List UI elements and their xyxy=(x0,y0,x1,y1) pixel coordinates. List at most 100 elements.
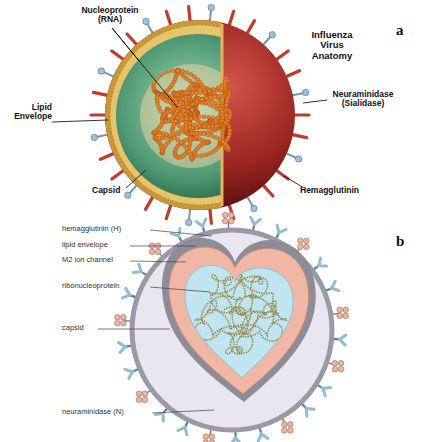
part-label: Nucleoprotein (RNA) xyxy=(78,6,142,25)
neuraminidase-head xyxy=(222,218,228,224)
rna-bead xyxy=(176,68,180,72)
rna-bead xyxy=(191,102,195,106)
neuraminidase-head xyxy=(209,434,215,440)
neuraminidase-head xyxy=(304,238,310,244)
rna-bead xyxy=(226,72,230,76)
hemagglutinin-head xyxy=(319,258,327,266)
part-label: Hemagglutinin xyxy=(300,186,380,195)
rna-coils xyxy=(152,68,234,161)
lipid-envelope xyxy=(105,20,222,210)
part-label: capsid xyxy=(62,324,122,332)
rna-bead xyxy=(188,79,192,83)
rna-bead xyxy=(200,154,204,158)
rna-bead xyxy=(202,115,206,119)
rna-bead xyxy=(214,136,218,140)
neuraminidase-head xyxy=(136,397,142,403)
neuraminidase-head xyxy=(228,212,234,218)
leader-line xyxy=(112,28,140,62)
rna-bead xyxy=(182,144,186,148)
rna-bead xyxy=(210,134,214,138)
rna-bead xyxy=(177,124,181,128)
rna-bead xyxy=(191,91,195,95)
neuraminidase-head xyxy=(98,68,104,74)
rna-bead xyxy=(195,100,199,104)
rna-bead xyxy=(202,124,206,128)
rna-bead xyxy=(185,71,189,75)
part-label: M2 ion channel xyxy=(62,256,157,264)
hemagglutinin-head xyxy=(178,427,187,435)
rna-bead xyxy=(204,97,208,101)
neuraminidase-head xyxy=(282,428,288,434)
neuraminidase-head xyxy=(203,440,209,442)
rna-bead xyxy=(168,134,172,138)
rna-bead xyxy=(207,102,211,106)
hemagglutinin-head xyxy=(332,281,340,290)
neuraminidase-head xyxy=(115,320,121,326)
rna-bead xyxy=(176,69,180,73)
cut-edge xyxy=(162,238,316,402)
rna-bead xyxy=(182,108,186,112)
neuraminidase-head xyxy=(337,313,343,319)
leader-line xyxy=(130,261,186,262)
neuraminidase-head xyxy=(343,307,349,313)
hemagglutinin-head xyxy=(125,369,132,378)
rna-bead xyxy=(198,131,202,135)
leader-line xyxy=(52,120,108,122)
neuraminidase-head xyxy=(222,212,228,218)
panel-letter: a xyxy=(396,22,416,39)
neuraminidase-head xyxy=(332,366,338,372)
rna-bead xyxy=(184,117,188,121)
rna-bead xyxy=(194,91,198,95)
neuraminidase-head xyxy=(282,422,288,428)
hemagglutinin-head xyxy=(123,288,130,298)
rna-bead xyxy=(216,86,220,90)
neuraminidase-head xyxy=(295,156,301,162)
rna-bead xyxy=(193,123,197,127)
rna-bead xyxy=(186,105,190,109)
hemagglutinin-head xyxy=(156,413,164,421)
neuraminidase-head xyxy=(136,391,142,397)
leader-lines xyxy=(98,230,214,413)
leader-line xyxy=(130,246,196,247)
rna-bead xyxy=(202,132,206,136)
neuraminidase-head xyxy=(302,89,308,95)
neuraminidase-head xyxy=(338,366,344,372)
neuraminidase-head xyxy=(288,422,294,428)
rna-bead xyxy=(203,90,207,94)
rna-bead xyxy=(164,133,168,137)
rna-bead xyxy=(176,138,180,142)
hemagglutinin-head xyxy=(340,335,346,345)
rna-bead xyxy=(206,133,210,137)
neuraminidase-head xyxy=(155,249,161,255)
neuraminidase-head xyxy=(298,244,304,250)
capsid-interior xyxy=(116,34,222,198)
hemagglutinin-head xyxy=(196,219,206,226)
neuraminidase-head xyxy=(304,244,310,250)
rna-bead xyxy=(198,124,202,128)
part-label: neuraminidase (N) xyxy=(62,408,157,416)
capsid-layer xyxy=(110,25,222,205)
part-label: Capsid xyxy=(92,186,132,195)
neuraminidase-head xyxy=(269,32,275,38)
neuraminidase-head xyxy=(203,434,209,440)
rna-bead xyxy=(228,128,232,132)
ribonucleoprotein-strand xyxy=(195,273,287,354)
surface-spikes xyxy=(91,4,309,225)
part-label: lipid envelope xyxy=(62,241,157,249)
rna-bead xyxy=(209,95,213,99)
viral-surface xyxy=(105,20,295,210)
lipid-envelope xyxy=(132,230,332,430)
leader-lines xyxy=(52,28,327,188)
rna-bead xyxy=(200,98,204,102)
capsid-layer xyxy=(169,247,309,394)
rna-bead xyxy=(171,69,175,73)
rna-bead xyxy=(230,72,234,76)
neuraminidase-head xyxy=(228,218,234,224)
neuraminidase-head xyxy=(115,314,121,320)
neuraminidase-head xyxy=(332,360,338,366)
rna-bead xyxy=(202,131,206,135)
rna-bead xyxy=(175,130,179,134)
title-label: Influenza Virus Anatomy xyxy=(304,30,360,61)
rna-bead xyxy=(198,91,202,95)
rna-bead xyxy=(189,73,193,77)
